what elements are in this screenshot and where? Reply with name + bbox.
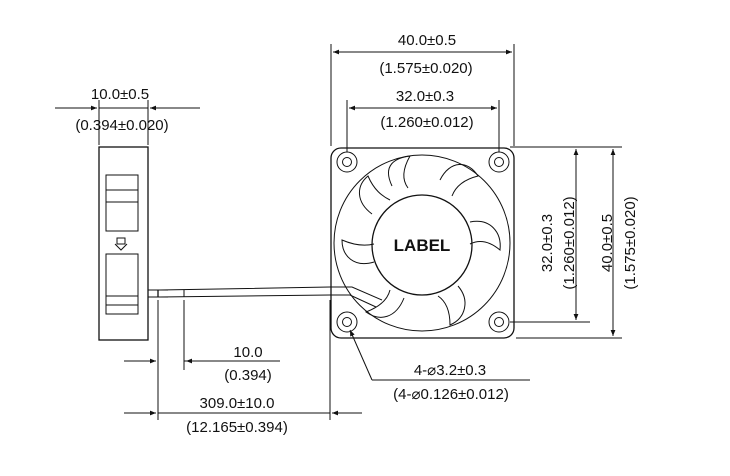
fan-blades — [341, 155, 501, 326]
mounting-hole-bottom-right — [488, 311, 510, 333]
hole-spacing-value: 32.0±0.3 — [396, 88, 454, 105]
vertical-hole-spacing-dimension: 32.0±0.3 (1.260±0.012) — [510, 146, 590, 323]
fan-frame — [330, 147, 515, 339]
hole-spacing-value-inches: (1.260±0.012) — [380, 114, 473, 131]
thickness-dimension: 10.0±0.5 (0.394±0.020) — [55, 86, 200, 145]
outer-width-value-inches: (1.575±0.020) — [379, 60, 472, 77]
thickness-value-inches: (0.394±0.020) — [75, 117, 168, 134]
hole-diameter-value-inches: (4-⌀0.126±0.012) — [393, 386, 509, 403]
hole-spacing-dimension: 32.0±0.3 (1.260±0.012) — [346, 88, 500, 152]
hole-diameter-value: 4-⌀3.2±0.3 — [414, 362, 486, 379]
front-view: LABEL — [159, 147, 515, 339]
side-view-lower-notch — [105, 253, 139, 315]
side-view-body — [98, 146, 149, 341]
outer-height-value: 40.0±0.5 — [599, 214, 616, 272]
fan-shroud — [333, 154, 511, 332]
lead-length-value-inches: (12.165±0.394) — [186, 419, 288, 436]
lead-length-dimension: 309.0±10.0 (12.165±0.394) — [124, 300, 362, 436]
mounting-hole-top-right — [488, 151, 510, 173]
lead-length-value: 309.0±10.0 — [200, 395, 275, 412]
vertical-hole-spacing-value-inches: (1.260±0.012) — [561, 196, 578, 289]
side-view — [98, 146, 185, 341]
hole-diameter-callout: 4-⌀3.2±0.3 (4-⌀0.126±0.012) — [349, 329, 530, 403]
strip-length-value: 10.0 — [233, 344, 262, 361]
outer-width-dimension: 40.0±0.5 (1.575±0.020) — [330, 32, 515, 146]
strip-length-value-inches: (0.394) — [224, 367, 272, 384]
vertical-hole-spacing-value: 32.0±0.3 — [539, 214, 556, 272]
outer-height-dimension: 40.0±0.5 (1.575±0.020) — [516, 146, 639, 339]
outer-height-value-inches: (1.575±0.020) — [622, 196, 639, 289]
hub-label: LABEL — [394, 236, 451, 255]
fan-hub — [371, 194, 473, 296]
airflow-arrow-icon — [114, 237, 128, 251]
strip-length-dimension: 10.0 (0.394) — [124, 300, 280, 420]
outer-width-value: 40.0±0.5 — [398, 32, 456, 49]
thickness-value: 10.0±0.5 — [91, 86, 149, 103]
mounting-hole-top-left — [336, 151, 358, 173]
side-view-upper-notch — [105, 174, 139, 232]
mounting-hole-bottom-left — [336, 311, 358, 333]
